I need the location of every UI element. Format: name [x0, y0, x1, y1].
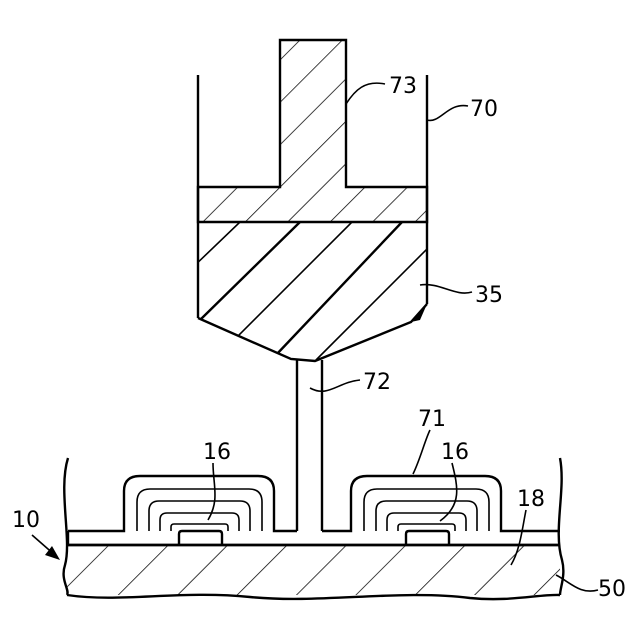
label-10: 10 — [12, 508, 40, 533]
leader-71 — [413, 430, 430, 474]
label-16-right: 16 — [441, 440, 469, 465]
resin-body — [190, 222, 440, 361]
element-left — [137, 489, 262, 545]
label-73: 73 — [389, 74, 417, 99]
label-35: 35 — [475, 283, 503, 308]
leader-70 — [427, 106, 468, 121]
label-50: 50 — [598, 577, 626, 602]
coating-layer — [68, 476, 560, 531]
leader-72 — [310, 380, 360, 391]
plunger — [198, 40, 430, 225]
label-18: 18 — [517, 487, 545, 512]
label-16-left: 16 — [203, 440, 231, 465]
label-70: 70 — [470, 97, 498, 122]
leader-73 — [346, 83, 385, 104]
nozzle-tube — [297, 359, 322, 531]
leader-16-left — [208, 463, 215, 520]
label-72: 72 — [363, 370, 391, 395]
element-right — [364, 489, 489, 545]
label-71: 71 — [418, 407, 446, 432]
